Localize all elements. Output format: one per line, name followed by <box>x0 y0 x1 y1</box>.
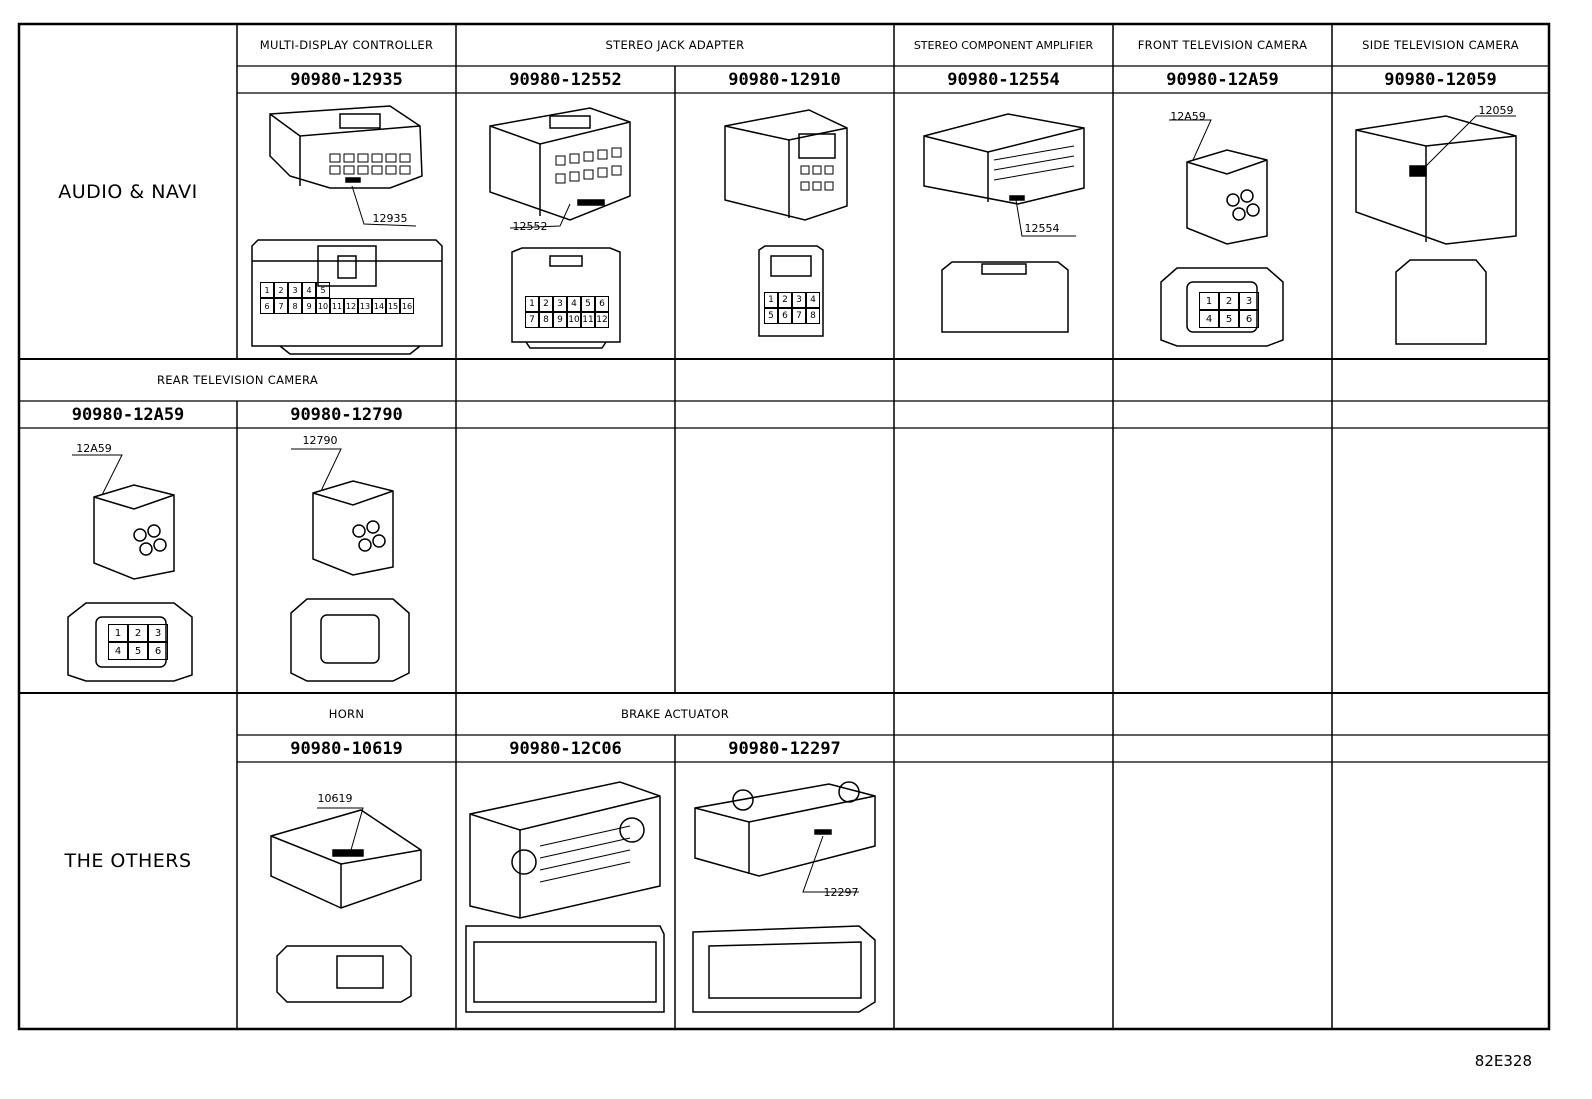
pin-cell: 1 <box>525 296 539 312</box>
section-stereo-jack-adapter: STEREO JACK ADAPTER <box>605 38 745 52</box>
connector-drawing-12554 <box>923 113 1085 333</box>
part-number-12A59-rear: 90980-12A59 <box>71 404 185 425</box>
pin-cell: 13 <box>358 298 372 314</box>
pin-cell: 8 <box>288 298 302 314</box>
pin-cell: 2 <box>539 296 553 312</box>
connector-drawing-10619 <box>270 807 422 1003</box>
pin-cell: 15 <box>386 298 400 314</box>
pin-cell: 1 <box>1199 292 1219 310</box>
pin-cell: 8 <box>539 312 553 328</box>
section-multi-display-controller: MULTI-DISPLAY CONTROLLER <box>259 38 434 52</box>
pin-cell: 9 <box>553 312 567 328</box>
part-number-12A59-front: 90980-12A59 <box>1166 69 1279 90</box>
pin-cell: 5 <box>128 642 148 660</box>
pin-cell: 4 <box>806 292 820 308</box>
pin-cell: 3 <box>792 292 806 308</box>
pin-cell: 5 <box>764 308 778 324</box>
pin-cell: 4 <box>108 642 128 660</box>
row-label-audio-navi: AUDIO & NAVI <box>58 180 198 203</box>
pin-cell: 11 <box>581 312 595 328</box>
label-12552: 12552 <box>512 219 548 233</box>
pin-cell: 5 <box>581 296 595 312</box>
pin-cell: 14 <box>372 298 386 314</box>
pin-cell: 1 <box>260 282 274 298</box>
label-12935: 12935 <box>372 211 408 225</box>
part-number-12935: 90980-12935 <box>290 69 403 90</box>
pin-cell: 16 <box>400 298 414 314</box>
pin-cell: 7 <box>792 308 806 324</box>
section-brake-actuator: BRAKE ACTUATOR <box>620 707 730 721</box>
connector-drawing-12297 <box>692 781 876 1013</box>
pin-cell: 2 <box>274 282 288 298</box>
pin-cell: 4 <box>302 282 316 298</box>
section-side-television-camera: SIDE TELEVISION CAMERA <box>1362 38 1519 52</box>
pin-cell: 6 <box>595 296 609 312</box>
part-number-12297: 90980-12297 <box>728 738 841 759</box>
pin-cell: 12 <box>344 298 358 314</box>
connector-drawing-12935 <box>251 105 443 355</box>
part-number-12059: 90980-12059 <box>1384 69 1497 90</box>
pin-cell: 7 <box>525 312 539 328</box>
pin-cell: 10 <box>316 298 330 314</box>
label-12A59-rear: 12A59 <box>76 441 112 455</box>
pin-cell: 7 <box>274 298 288 314</box>
pin-cell: 2 <box>778 292 792 308</box>
part-number-10619: 90980-10619 <box>290 738 403 759</box>
pin-cell: 10 <box>567 312 581 328</box>
label-12554: 12554 <box>1024 221 1060 235</box>
figure-code: 82E328 <box>1474 1052 1532 1070</box>
pin-cell: 5 <box>1219 310 1239 328</box>
label-12790: 12790 <box>302 433 338 447</box>
pin-cell: 9 <box>302 298 316 314</box>
connector-drawing-12059 <box>1355 115 1517 345</box>
pin-cell: 6 <box>778 308 792 324</box>
part-number-12552: 90980-12552 <box>509 69 622 90</box>
pin-cell: 8 <box>806 308 820 324</box>
connector-drawing-12C06 <box>465 781 665 1013</box>
part-number-12554: 90980-12554 <box>947 69 1060 90</box>
pin-cell: 3 <box>1239 292 1259 310</box>
label-10619: 10619 <box>317 791 353 805</box>
pin-cell: 6 <box>260 298 274 314</box>
pin-cell: 1 <box>108 624 128 642</box>
pin-cell: 6 <box>148 642 168 660</box>
pin-cell: 2 <box>128 624 148 642</box>
section-rear-television-camera: REAR TELEVISION CAMERA <box>156 373 319 387</box>
pin-cell: 3 <box>288 282 302 298</box>
pin-cell: 2 <box>1219 292 1239 310</box>
connector-drawing-12790 <box>290 448 410 682</box>
pin-cell: 3 <box>553 296 567 312</box>
label-12059: 12059 <box>1478 103 1514 117</box>
label-12297: 12297 <box>823 885 859 899</box>
pin-cell: 3 <box>148 624 168 642</box>
pin-cell: 12 <box>595 312 609 328</box>
pin-cell: 1 <box>764 292 778 308</box>
pin-cell: 4 <box>1199 310 1219 328</box>
pin-cell: 5 <box>316 282 330 298</box>
part-number-12790: 90980-12790 <box>290 404 403 425</box>
row-label-the-others: THE OTHERS <box>64 850 192 872</box>
pin-cell: 4 <box>567 296 581 312</box>
part-number-12910: 90980-12910 <box>728 69 841 90</box>
section-stereo-component-amplifier: STEREO COMPONENT AMPLIFIER <box>913 38 1094 52</box>
section-horn: HORN <box>328 707 365 721</box>
connector-drawing-12A59-front <box>1160 119 1284 347</box>
part-number-12C06: 90980-12C06 <box>509 738 622 759</box>
connector-drawing-12910 <box>724 109 848 337</box>
section-front-television-camera: FRONT TELEVISION CAMERA <box>1137 38 1308 52</box>
label-12A59-front: 12A59 <box>1170 109 1206 123</box>
pin-cell: 6 <box>1239 310 1259 328</box>
pin-cell: 11 <box>330 298 344 314</box>
connector-drawing-12552 <box>489 107 631 349</box>
